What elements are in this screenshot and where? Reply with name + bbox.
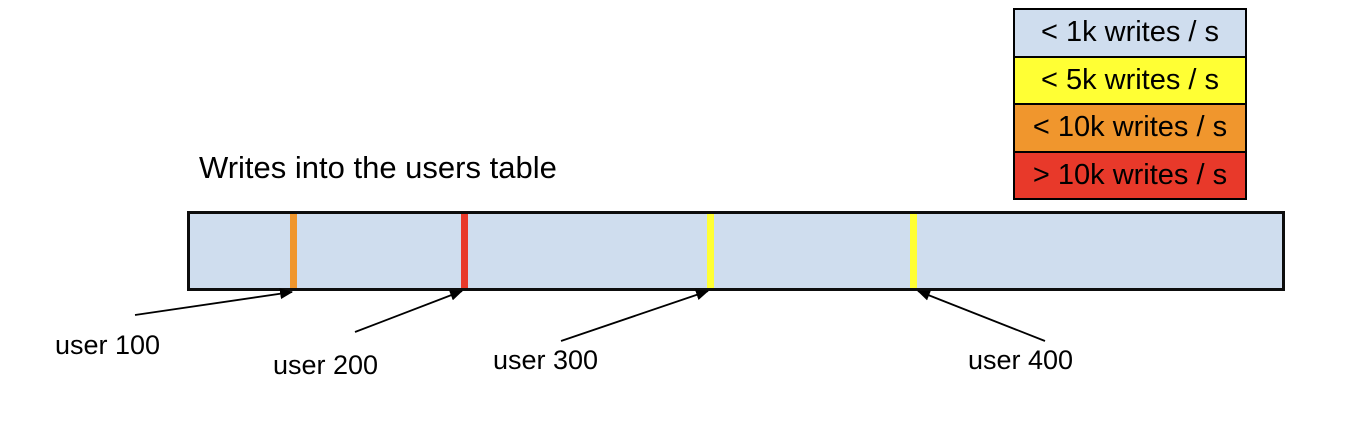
legend-item-gt-10k: > 10k writes / s (1015, 150, 1245, 198)
users-table-bar (187, 211, 1285, 291)
label-user-400: user 400 (968, 345, 1074, 375)
write-hotspot-user-100 (290, 214, 297, 288)
legend-item-lt-1k: < 1k writes / s (1015, 10, 1245, 56)
diagram-title: Writes into the users table (199, 150, 557, 185)
label-user-200: user 200 (273, 350, 379, 380)
write-hotspot-user-200 (461, 214, 468, 288)
label-user-100: user 100 (55, 330, 161, 360)
legend-item-lt-5k: < 5k writes / s (1015, 55, 1245, 103)
arrow-user-400 (916, 290, 1046, 342)
label-user-300: user 300 (493, 345, 599, 375)
write-hotspot-user-400 (910, 214, 917, 288)
arrow-user-100 (134, 288, 294, 316)
legend-item-lt-10k: < 10k writes / s (1015, 103, 1245, 151)
legend: < 1k writes / s < 5k writes / s < 10k wr… (1013, 8, 1247, 200)
arrow-user-200 (354, 290, 464, 333)
arrow-user-300 (560, 289, 710, 342)
write-hotspot-user-300 (707, 214, 714, 288)
